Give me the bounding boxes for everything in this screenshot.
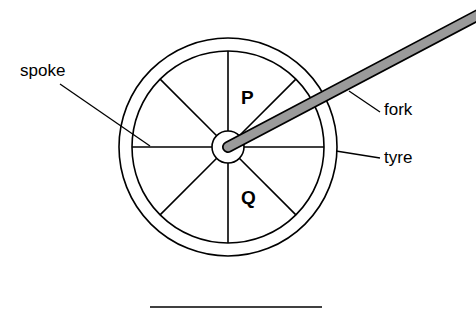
- leader-line: [336, 151, 380, 158]
- spoke-line: [160, 79, 217, 136]
- answer-line: [150, 306, 322, 308]
- region-label: Q: [241, 188, 256, 209]
- spoke-line: [227, 51, 229, 131]
- leader-line: [349, 91, 380, 112]
- part-label: fork: [384, 101, 412, 120]
- spoke-line: [160, 158, 217, 215]
- part-label: spoke: [20, 62, 65, 81]
- region-label: P: [241, 88, 254, 109]
- spoke-line: [239, 158, 296, 215]
- spoke-line: [244, 146, 324, 148]
- fork-fill: [228, 13, 476, 147]
- leader-lines: [60, 84, 380, 158]
- spoke-line: [227, 163, 229, 243]
- leader-line: [60, 84, 150, 146]
- part-label: tyre: [384, 149, 412, 168]
- fork-symbol: [228, 13, 476, 147]
- spoke-line: [132, 146, 212, 148]
- fork-outline: [228, 13, 476, 147]
